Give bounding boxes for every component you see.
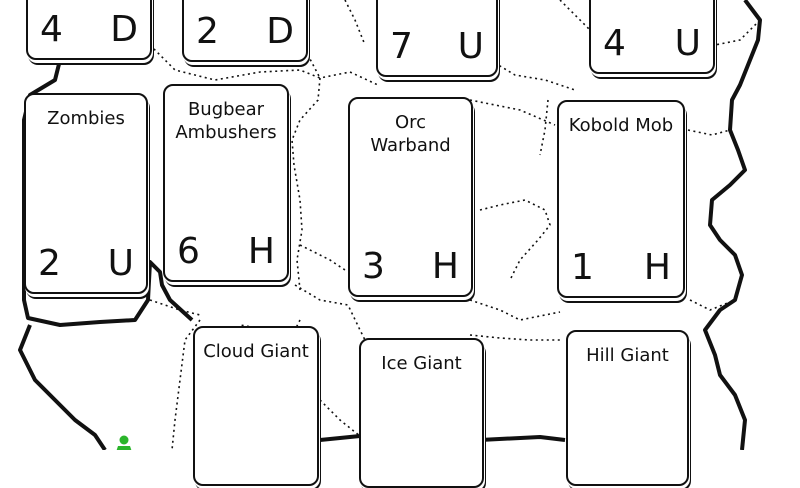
card-cloud-giant[interactable]: Cloud Giant — [193, 326, 319, 486]
card-name: Kobold Mob — [568, 115, 674, 136]
card-type-letter: H — [643, 247, 671, 288]
card-type-letter: H — [431, 246, 459, 287]
card-top-4[interactable]: 4 U — [589, 0, 715, 74]
card-strength: 3 — [362, 246, 385, 287]
card-strength: 1 — [571, 247, 594, 288]
card-hill-giant[interactable]: Hill Giant — [566, 330, 689, 486]
card-strength: 6 — [177, 231, 200, 272]
card-name: Cloud Giant — [203, 341, 309, 362]
card-name: Hill Giant — [586, 345, 669, 366]
card-zombies[interactable]: Zombies 2 U — [24, 93, 148, 294]
card-name: Orc Warband — [370, 112, 451, 156]
card-top-3[interactable]: 7 U — [376, 0, 498, 77]
card-strength: 4 — [40, 9, 63, 50]
card-type-letter: U — [457, 26, 484, 67]
card-strength: 2 — [196, 11, 219, 52]
card-top-1[interactable]: 4 D — [26, 0, 152, 60]
card-strength: 4 — [603, 23, 626, 64]
player-pawn-icon[interactable] — [116, 435, 132, 451]
card-name: Ice Giant — [381, 353, 462, 374]
card-type-letter: H — [247, 231, 275, 272]
card-strength: 7 — [390, 26, 413, 67]
game-map — [18, 0, 762, 451]
map-outer-boundary — [18, 0, 762, 450]
card-name: Bugbear Ambushers — [175, 99, 277, 143]
card-type-letter: U — [674, 23, 701, 64]
card-bugbear-ambushers[interactable]: Bugbear Ambushers 6 H — [163, 84, 289, 282]
card-strength: 2 — [38, 243, 61, 284]
card-name: Zombies — [47, 108, 125, 129]
card-type-letter: D — [266, 11, 294, 52]
card-type-letter: U — [107, 243, 134, 284]
card-orc-warband[interactable]: Orc Warband 3 H — [348, 97, 473, 297]
card-kobold-mob[interactable]: Kobold Mob 1 H — [557, 100, 685, 298]
card-ice-giant[interactable]: Ice Giant — [359, 338, 484, 488]
card-type-letter: D — [110, 9, 138, 50]
card-top-2[interactable]: 2 D — [182, 0, 308, 62]
